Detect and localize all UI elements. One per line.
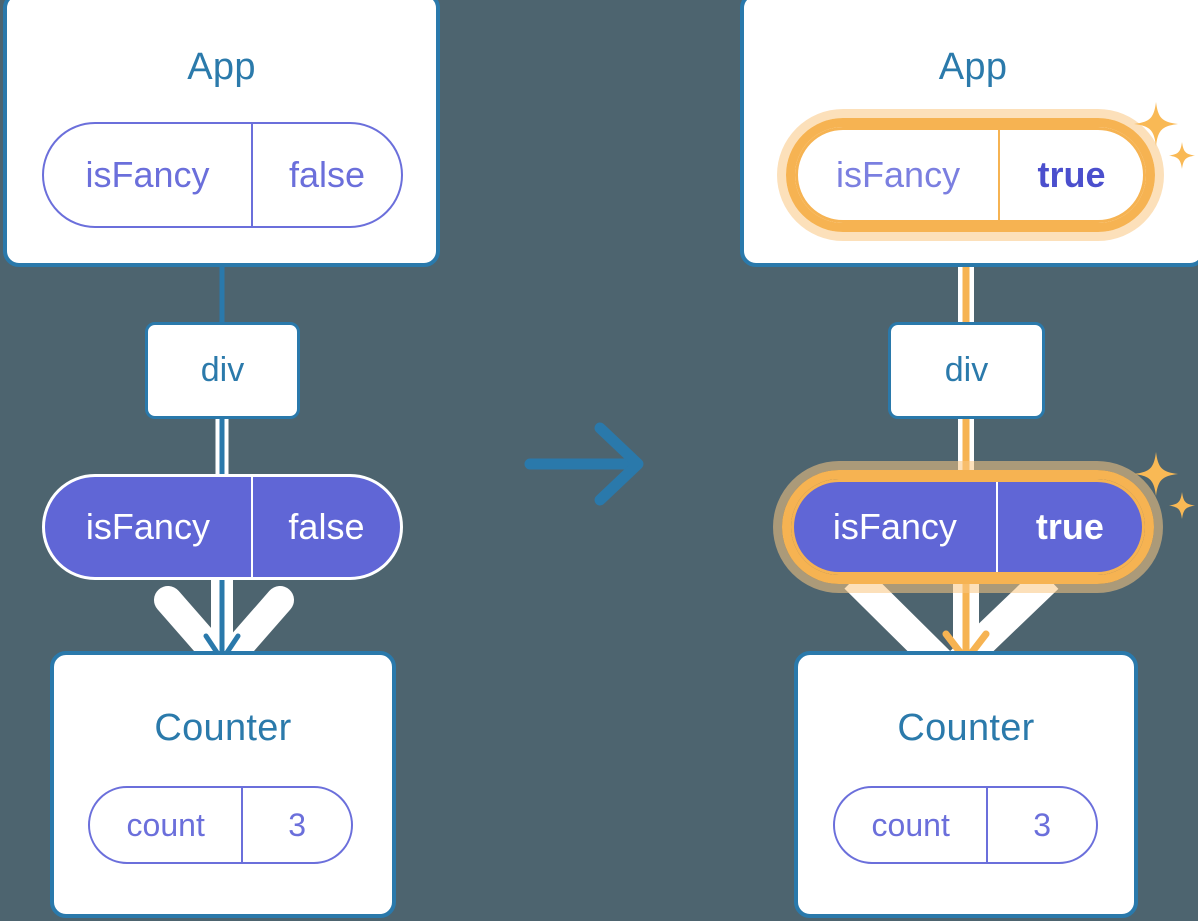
counter-panel-title-before: Counter — [154, 707, 292, 749]
app-prop-value-after: true — [998, 130, 1143, 220]
counter-state-name-after: count — [871, 806, 950, 843]
div-node-label-before: div — [200, 351, 245, 389]
app-panel-title-after: App — [938, 46, 1008, 88]
passed-prop-name-after: isFancy — [832, 506, 957, 547]
div-node-before: div — [145, 322, 300, 419]
passed-prop-value-after: true — [995, 482, 1142, 572]
app-panel-title-before: App — [187, 46, 256, 88]
orange-arrow-right — [942, 572, 990, 664]
div-node-after: div — [888, 322, 1045, 419]
passed-prop-name-before: isFancy — [85, 506, 210, 547]
counter-panel-before: Counter — [50, 651, 396, 918]
counter-state-value-before: 3 — [241, 788, 351, 862]
blue-arrow-left — [203, 572, 241, 663]
passed-prop-value-before: false — [250, 477, 400, 577]
app-prop-value-before: false — [251, 124, 401, 226]
div-node-label-after: div — [944, 351, 989, 389]
app-prop-pill-after[interactable]: isFancy true — [795, 127, 1146, 223]
app-prop-name-before: isFancy — [85, 154, 210, 195]
counter-panel-after: Counter — [794, 651, 1138, 918]
counter-panel-title-after: Counter — [897, 707, 1035, 749]
counter-state-value-after: 3 — [986, 788, 1096, 862]
passed-prop-pill-before[interactable]: isFancy false — [42, 474, 403, 580]
app-prop-name-after: isFancy — [836, 154, 961, 195]
counter-state-pill-before[interactable]: count 3 — [88, 786, 353, 864]
app-prop-pill-before[interactable]: isFancy false — [42, 122, 403, 228]
passed-prop-pill-after[interactable]: isFancy true — [791, 479, 1145, 575]
transition-arrow — [524, 422, 644, 506]
counter-state-name-before: count — [126, 806, 205, 843]
counter-state-pill-after[interactable]: count 3 — [833, 786, 1098, 864]
